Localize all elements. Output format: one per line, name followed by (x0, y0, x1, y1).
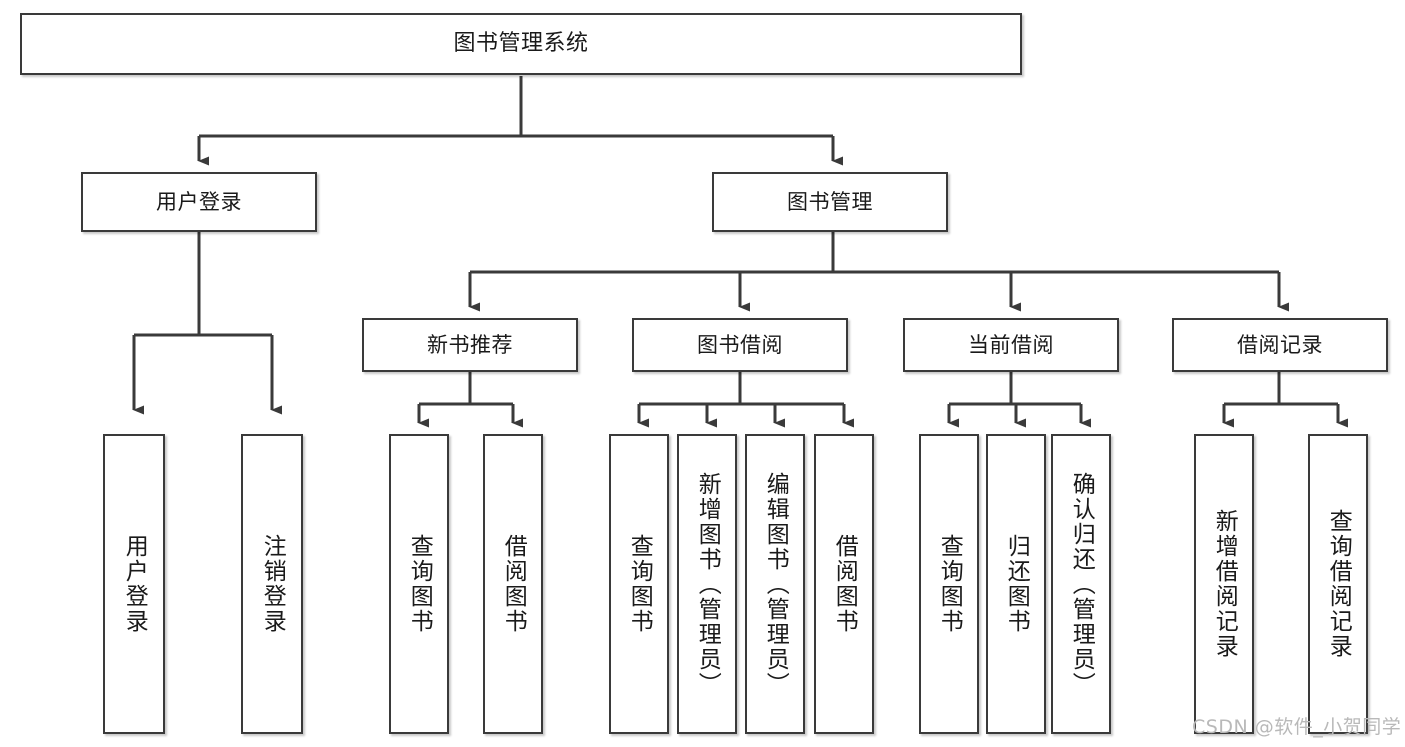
node-label: 新增借阅记录 (1211, 509, 1238, 659)
node-group-current-borrow[interactable]: 当前借阅 (903, 318, 1119, 372)
node-leaf-borrow-query[interactable]: 查询图书 (609, 434, 669, 734)
node-label: 查询图书 (626, 534, 653, 634)
node-group-borrow-record[interactable]: 借阅记录 (1172, 318, 1388, 372)
node-branch-book-management[interactable]: 图书管理 (712, 172, 948, 232)
node-label: 当前借阅 (968, 332, 1054, 357)
node-leaf-new-book-borrow[interactable]: 借阅图书 (483, 434, 543, 734)
node-label: 查询借阅记录 (1325, 509, 1352, 659)
node-leaf-user-logout[interactable]: 注销登录 (241, 434, 303, 734)
node-leaf-current-confirm-return-admin[interactable]: 确认归还（管理员） (1051, 434, 1111, 734)
node-label: 编辑图书（管理员） (762, 471, 789, 697)
node-leaf-new-book-query[interactable]: 查询图书 (389, 434, 449, 734)
node-label: 借阅图书 (500, 534, 527, 634)
node-leaf-user-login[interactable]: 用户登录 (103, 434, 165, 734)
node-leaf-current-query[interactable]: 查询图书 (919, 434, 979, 734)
node-leaf-borrow-edit-book-admin[interactable]: 编辑图书（管理员） (745, 434, 805, 734)
node-leaf-current-return-book[interactable]: 归还图书 (986, 434, 1046, 734)
node-label: 注销登录 (259, 534, 286, 634)
node-label: 查询图书 (406, 534, 433, 634)
node-label: 用户登录 (121, 534, 148, 634)
node-label: 借阅记录 (1237, 332, 1323, 357)
node-group-book-borrow[interactable]: 图书借阅 (632, 318, 848, 372)
node-label: 用户登录 (156, 189, 242, 214)
node-label: 归还图书 (1003, 534, 1030, 634)
node-root-system[interactable]: 图书管理系统 (20, 13, 1022, 75)
node-leaf-record-query[interactable]: 查询借阅记录 (1308, 434, 1368, 734)
node-branch-user-login[interactable]: 用户登录 (81, 172, 317, 232)
node-leaf-borrow-add-book-admin[interactable]: 新增图书（管理员） (677, 434, 737, 734)
node-label: 确认归还（管理员） (1068, 471, 1095, 697)
node-group-new-book-recommend[interactable]: 新书推荐 (362, 318, 578, 372)
node-label: 新增图书（管理员） (694, 471, 721, 697)
watermark-text: CSDN @软件_小贺同学 (1192, 716, 1402, 738)
node-label: 新书推荐 (427, 332, 513, 357)
node-label: 借阅图书 (831, 534, 858, 634)
node-label: 图书借阅 (697, 332, 783, 357)
node-label: 图书管理 (787, 189, 873, 214)
node-leaf-borrow-lend-book[interactable]: 借阅图书 (814, 434, 874, 734)
node-label: 图书管理系统 (453, 31, 589, 57)
node-label: 查询图书 (936, 534, 963, 634)
node-leaf-record-add[interactable]: 新增借阅记录 (1194, 434, 1254, 734)
